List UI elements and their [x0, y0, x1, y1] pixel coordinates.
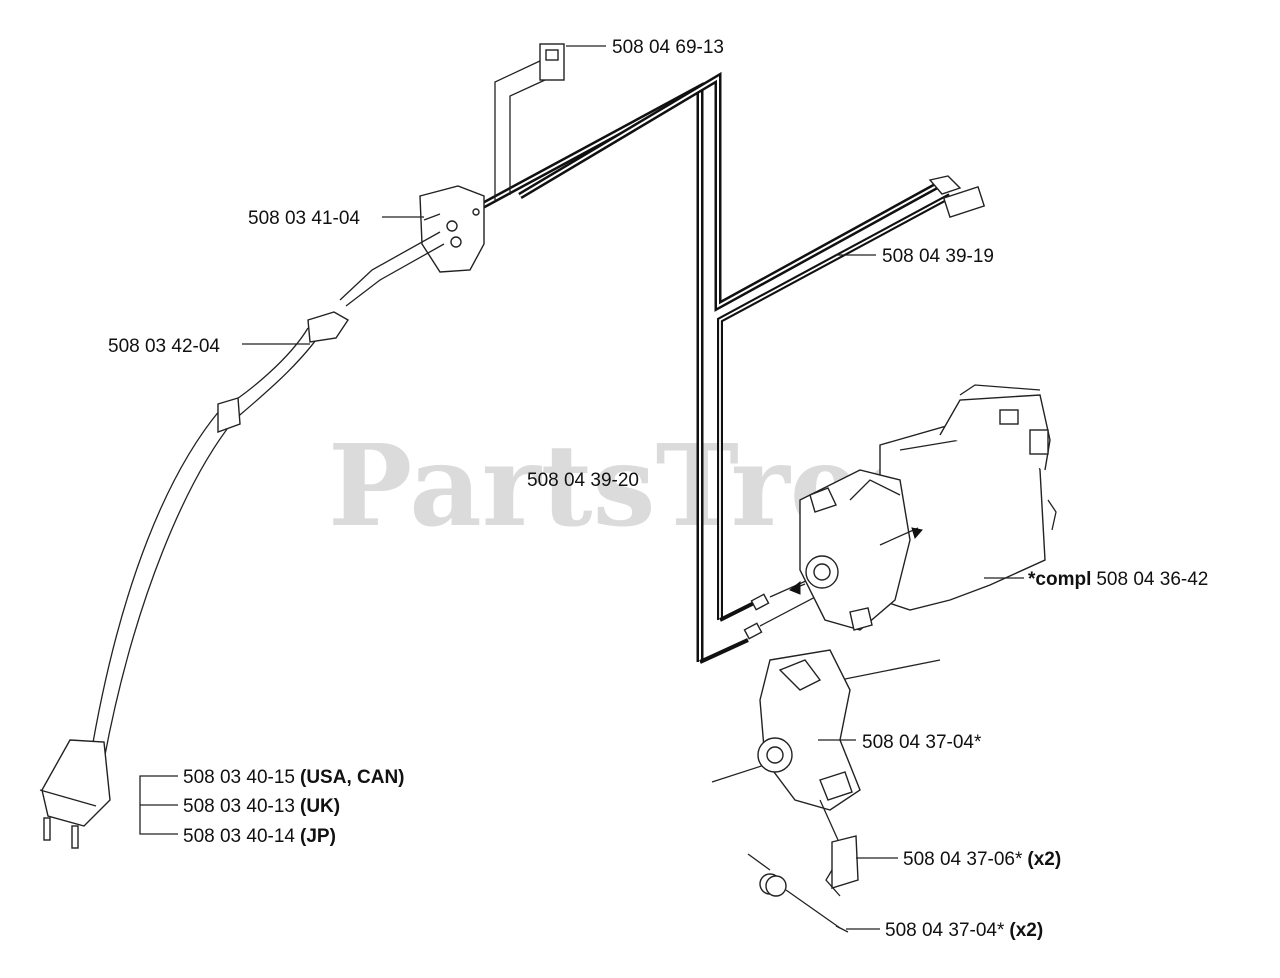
carbon-brush-508-04-37-06: [825, 835, 859, 897]
label-508-03-40-13: 508 03 40-13(UK): [183, 796, 340, 817]
label-compl-prefix: *compl: [1028, 569, 1091, 590]
motor-assembly-508-04-36-42: [789, 384, 1057, 631]
label-508-04-37-04: 508 04 37-04*: [862, 732, 982, 753]
label-508-04-39-19: 508 04 39-19: [882, 246, 994, 267]
leader-lines: [139, 45, 1024, 930]
label-508-03-42-04: 508 03 42-04: [108, 336, 220, 357]
label-508-03-41-04: 508 03 41-04: [248, 208, 360, 229]
label-508-03-40-13-region: (UK): [300, 796, 340, 817]
part-labels: 508 04 69-13 508 03 41-04 508 04 39-19 5…: [108, 37, 1208, 941]
label-508-03-40-13-number: 508 03 40-13: [183, 796, 295, 817]
label-508-03-40-15-number: 508 03 40-15: [183, 767, 295, 788]
brush-holder-508-04-37-04: [711, 649, 941, 841]
label-508-04-37-04-x2-qty: (x2): [1009, 920, 1043, 941]
connector-wire-508-04-69-13: [494, 43, 565, 200]
connector-508-04-39-19: [928, 175, 986, 218]
power-cord-508-03-42-04: [89, 231, 445, 761]
label-508-04-37-04-x2-number: 508 04 37-04*: [885, 920, 1005, 941]
label-508-04-37-04-x2: 508 04 37-04*(x2): [885, 920, 1043, 941]
label-508-04-37-06-qty: (x2): [1027, 849, 1061, 870]
label-508-03-40-14: 508 03 40-14(JP): [183, 826, 336, 847]
label-508-03-40-14-number: 508 03 40-14: [183, 826, 295, 847]
plug-508-03-40: [39, 739, 111, 849]
label-508-04-69-13: 508 04 69-13: [612, 37, 724, 58]
label-508-03-40-15-region: (USA, CAN): [300, 767, 405, 788]
switch-508-03-41-04: [419, 185, 485, 273]
label-508-04-37-06-number: 508 04 37-06*: [903, 849, 1023, 870]
label-508-04-39-20: 508 04 39-20: [527, 470, 639, 491]
label-508-03-40-14-region: (JP): [300, 826, 336, 847]
spring-508-04-37-04: [747, 853, 849, 933]
wire-harness-508-04-39-20: [476, 71, 952, 664]
label-508-03-40-15: 508 03 40-15(USA, CAN): [183, 767, 405, 788]
label-compl-number: 508 04 36-42: [1096, 569, 1208, 590]
label-508-04-37-06: 508 04 37-06*(x2): [903, 849, 1061, 870]
